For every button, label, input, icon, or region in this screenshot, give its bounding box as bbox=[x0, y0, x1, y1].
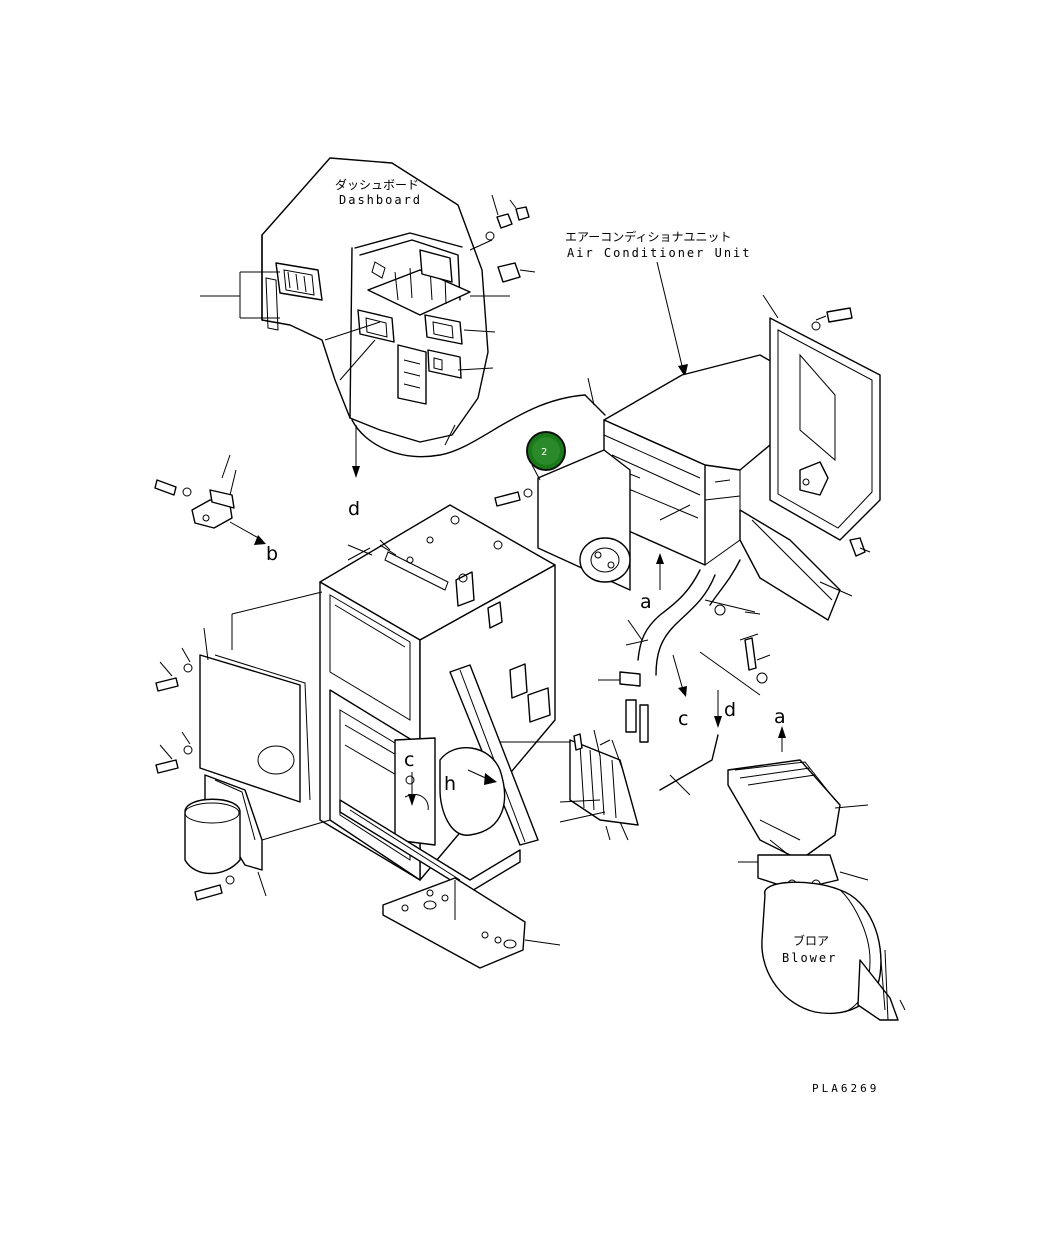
blower-label-jp: ブロア bbox=[793, 933, 829, 948]
dashboard-label-jp: ダッシュボード bbox=[335, 177, 419, 192]
bracket-b-assembly: b bbox=[154, 454, 278, 565]
heater-core bbox=[559, 729, 639, 841]
callout-marker-2[interactable]: 2 bbox=[526, 431, 566, 481]
connector-label-h1: h bbox=[444, 773, 456, 795]
connector-label-c1: c bbox=[404, 749, 414, 771]
dashboard-assembly: ダッシュボード Dashboard d bbox=[200, 157, 606, 520]
connector-label-d1: d bbox=[348, 498, 360, 520]
main-frame: c h bbox=[155, 504, 570, 969]
aircon-label-jp: エアーコンディショナユニット bbox=[565, 229, 731, 244]
callout-number: 2 bbox=[541, 447, 547, 458]
blower-assembly: a ブロア Blower bbox=[727, 706, 906, 1021]
connector-label-d2: d bbox=[724, 699, 736, 721]
connector-label-c2: c bbox=[678, 708, 688, 730]
connector-label-b1: b bbox=[266, 543, 278, 565]
blower-label-en: Blower bbox=[782, 951, 837, 965]
aircon-label-en: Air Conditioner Unit bbox=[567, 246, 752, 260]
connector-label-a1: a bbox=[640, 591, 652, 613]
drawing-code: PLA6269 bbox=[812, 1082, 879, 1095]
air-conditioner-unit: エアーコンディショナユニット Air Conditioner Unit bbox=[494, 229, 881, 796]
connector-label-a2: a bbox=[774, 706, 786, 728]
dashboard-label-en: Dashboard bbox=[339, 193, 422, 207]
